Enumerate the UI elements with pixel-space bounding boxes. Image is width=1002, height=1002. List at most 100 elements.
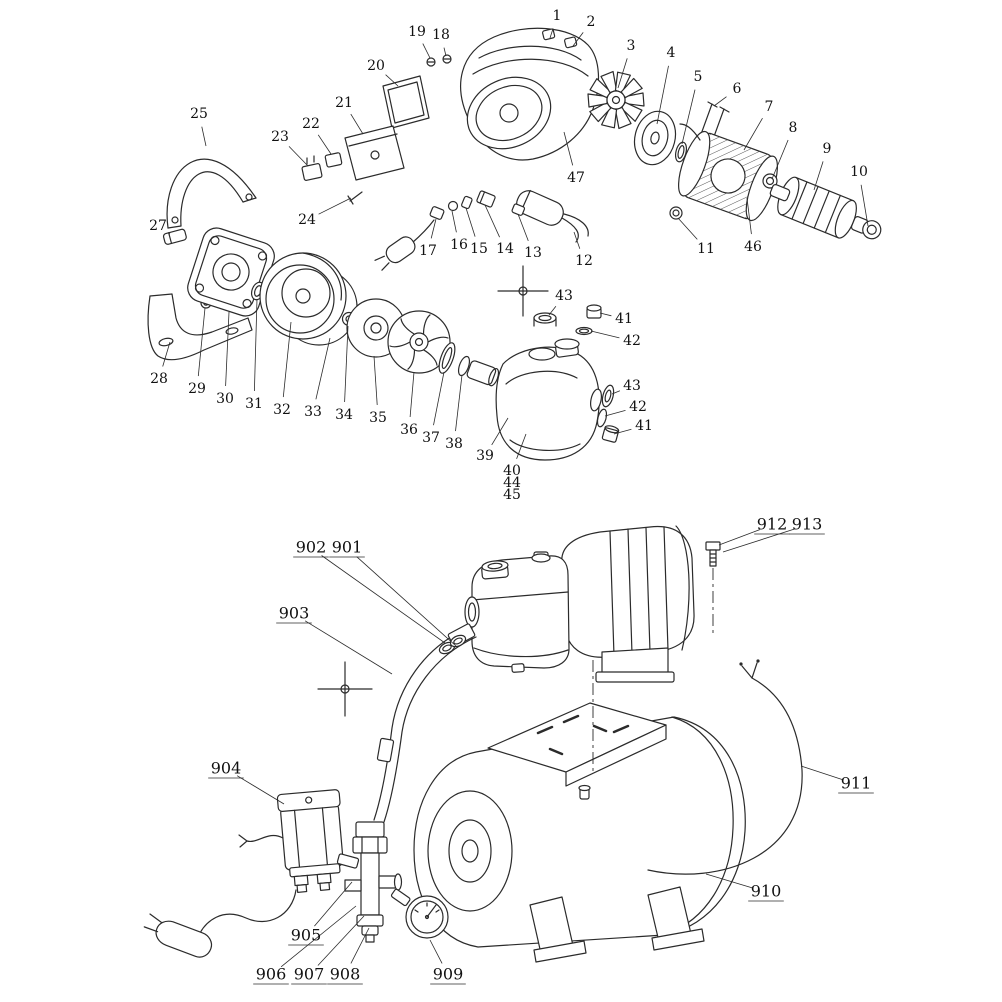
leader-line-30: [225, 311, 230, 387]
part-label-901-52: 901: [332, 538, 363, 557]
support-bracket: [147, 293, 253, 361]
leader-line-20: [385, 74, 399, 87]
part-label-15-22: 15: [470, 241, 488, 257]
screw: [347, 191, 363, 205]
part-label-25-13: 25: [190, 106, 208, 122]
pressure-tank-assembly-view: [143, 525, 803, 963]
pressure-switch: [276, 789, 344, 893]
part-label-41-48: 41: [635, 418, 653, 434]
terminal-cover: [344, 125, 405, 181]
leader-line-907: [317, 915, 365, 966]
part-label-903-53: 903: [279, 604, 310, 623]
leader-line-15: [465, 207, 476, 237]
power-cord-plug: [143, 889, 297, 958]
leader-line-21: [350, 113, 364, 135]
plug: [586, 304, 602, 319]
leader-line-40: [516, 433, 527, 459]
pump-motor-exploded-view: [147, 27, 882, 461]
leader-line-43: [611, 390, 621, 395]
part-label-911-55: 911: [841, 774, 872, 793]
impeller: [387, 310, 451, 374]
leader-line-19: [422, 43, 431, 59]
leader-line-905: [314, 881, 353, 927]
leader-line-913: [722, 528, 795, 553]
leader-line-42: [604, 410, 626, 417]
part-label-42-45: 42: [623, 333, 641, 349]
switch-nipple: [336, 853, 360, 869]
center-mark-icon: [497, 265, 549, 317]
part-label-30-30: 30: [216, 391, 234, 407]
leader-line-7: [743, 117, 763, 151]
part-label-17-20: 17: [419, 243, 437, 259]
leader-line-24: [318, 197, 352, 215]
leader-line-25: [201, 126, 207, 147]
five-way-fitting: [344, 821, 403, 943]
leader-line-4: [656, 65, 669, 125]
leader-line-10: [860, 184, 869, 227]
side-port-fitting: [596, 384, 620, 443]
leader-line-27: [168, 232, 171, 235]
pump-mounting-plate: [487, 702, 667, 800]
leader-line-17: [430, 218, 437, 239]
center-mark-icon: [317, 661, 373, 717]
leader-line-23: [288, 146, 309, 167]
stator: [678, 130, 778, 222]
leader-line-41: [599, 312, 612, 317]
leader-line-28: [162, 341, 171, 367]
leader-line-16: [451, 210, 457, 233]
motor-housing: [460, 27, 600, 161]
part-label-38-38: 38: [445, 436, 463, 452]
switch-pigtail-wire: [238, 834, 284, 848]
nut: [669, 206, 683, 220]
part-label-9-11: 9: [823, 141, 832, 157]
tank-port-fitting: [533, 312, 557, 327]
part-label-10-12: 10: [850, 164, 868, 180]
leader-line-3: [617, 58, 628, 89]
leader-line-8: [771, 139, 789, 180]
part-label-45-42: 45: [503, 487, 521, 503]
part-label-910-56: 910: [751, 882, 782, 901]
part-label-7-9: 7: [765, 99, 774, 115]
part-label-43-43: 43: [555, 288, 573, 304]
leader-line-42: [590, 330, 620, 339]
part-label-908-60: 908: [330, 965, 361, 984]
leader-line-906: [280, 905, 357, 968]
part-label-46-27: 46: [744, 239, 762, 255]
part-label-1-0: 1: [553, 8, 562, 24]
part-label-19-2: 19: [408, 24, 426, 40]
leader-line-18: [443, 47, 447, 57]
part-label-35-35: 35: [369, 410, 387, 426]
leader-line-908: [350, 927, 370, 964]
carry-handle: [166, 158, 257, 229]
part-label-6-8: 6: [733, 81, 742, 97]
screws: [426, 54, 452, 67]
leader-line-5: [681, 89, 696, 145]
bearing: [862, 220, 882, 240]
part-label-2-1: 2: [587, 14, 596, 30]
power-cord-top: [374, 219, 435, 271]
part-label-47-18: 47: [567, 170, 585, 186]
leader-line-38: [455, 374, 463, 432]
part-label-42-47: 42: [629, 399, 647, 415]
part-label-913-50: 913: [792, 515, 823, 534]
leader-line-904: [236, 775, 285, 805]
motor-fan: [587, 70, 645, 130]
pump-unit: [464, 525, 695, 683]
part-label-31-31: 31: [245, 396, 263, 412]
part-label-20-4: 20: [367, 58, 385, 74]
part-label-902-51: 902: [296, 538, 327, 557]
part-label-43-46: 43: [623, 378, 641, 394]
stator-lead-wire: [679, 123, 701, 141]
leader-line-912: [718, 529, 760, 546]
part-label-8-10: 8: [789, 120, 798, 136]
leader-line-33: [315, 337, 331, 400]
o-ring: [674, 141, 688, 163]
part-label-22-15: 22: [302, 116, 320, 132]
leader-line-911: [800, 765, 844, 781]
leader-line-2: [572, 32, 584, 47]
part-label-4-6: 4: [667, 45, 676, 61]
part-label-12-25: 12: [575, 253, 593, 269]
